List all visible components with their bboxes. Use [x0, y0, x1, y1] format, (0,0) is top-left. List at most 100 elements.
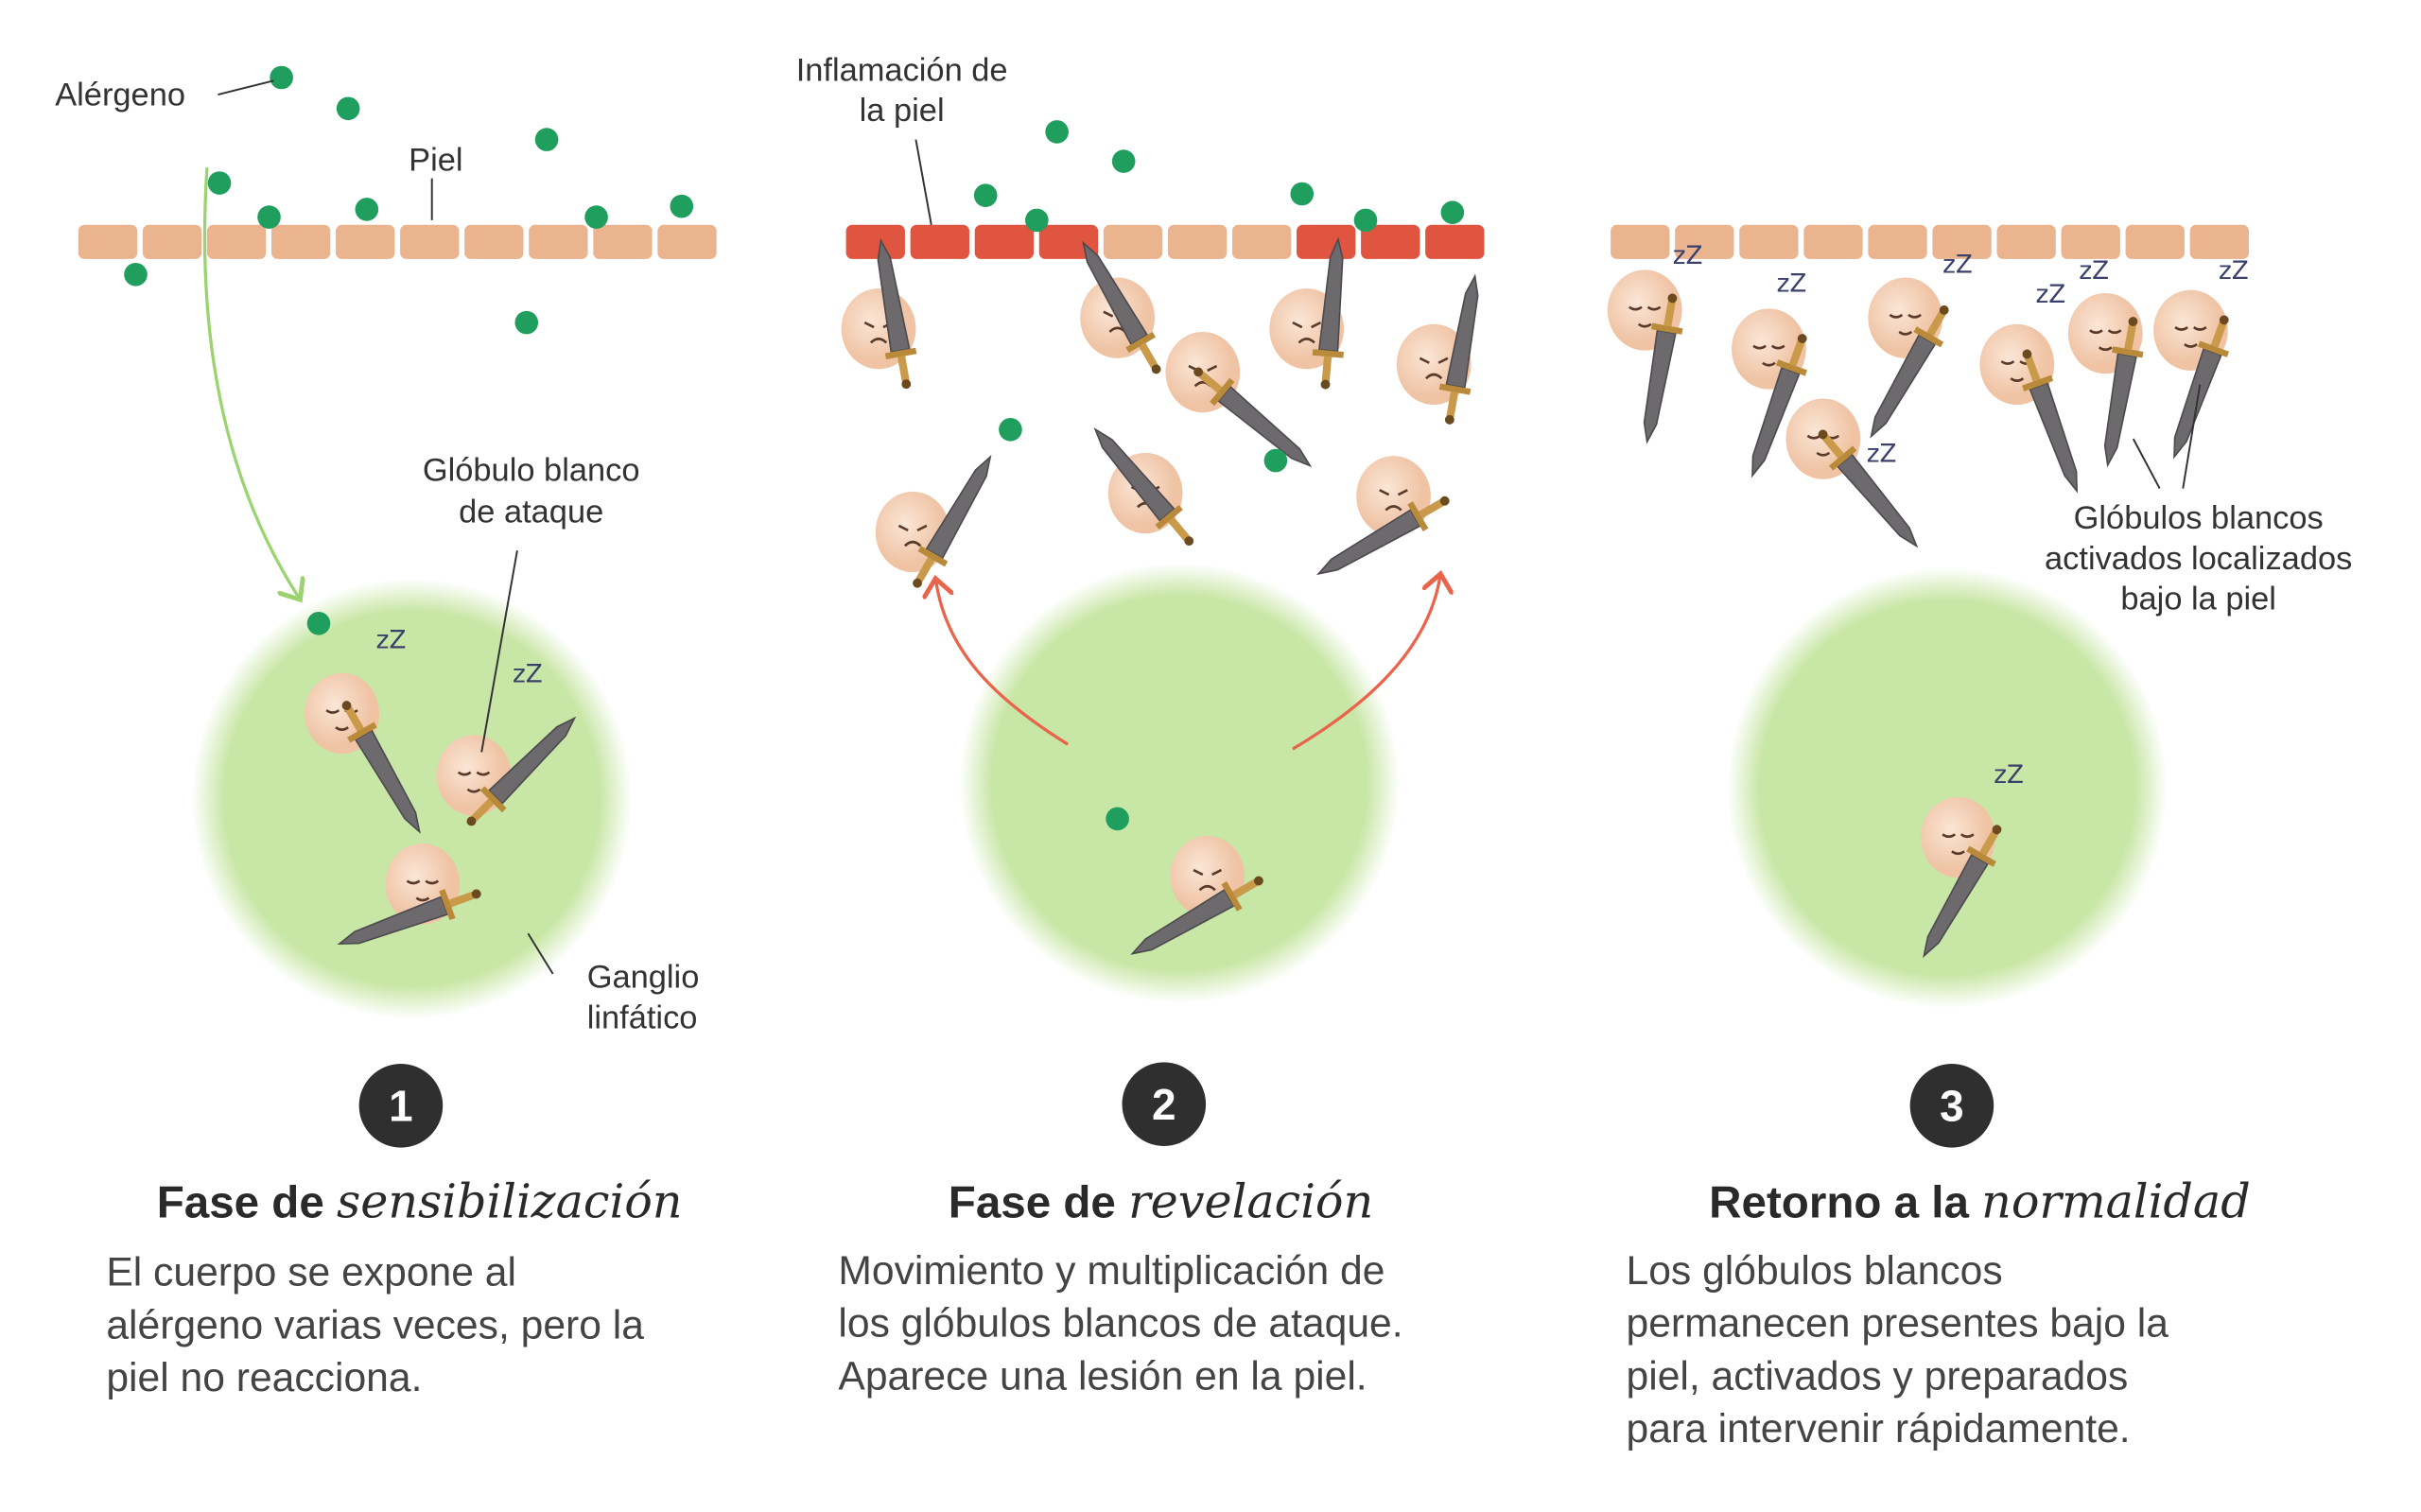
inflamed-skin-cell	[910, 224, 969, 259]
allergen-particle	[207, 171, 232, 195]
white-blood-cell	[2067, 292, 2151, 469]
inflamed-skin-cell	[1361, 224, 1420, 259]
sleeping-face-icon	[2174, 325, 2207, 348]
inflamed-skin-cell	[1297, 224, 1356, 259]
skin-cell	[1996, 224, 2056, 259]
migration-arrow-left	[936, 582, 1069, 746]
phase-2-body-line: Movimiento y multiplicación de	[838, 1248, 1385, 1294]
sleeping-face-icon	[457, 771, 491, 793]
angry-face-icon	[897, 524, 928, 547]
allergen-particle	[973, 183, 998, 207]
phase-2-title: Fase de revelación	[949, 1173, 1373, 1228]
sleep-zz-icon: zZ	[2079, 257, 2109, 286]
sleeping-face-icon	[406, 879, 440, 902]
white-blood-cell	[1123, 835, 1272, 968]
phase-1-body-line: El cuerpo se expone al	[106, 1250, 516, 1295]
white-blood-cell	[305, 672, 434, 841]
white-blood-cell	[875, 448, 1005, 597]
sleeping-face-icon	[1942, 833, 1975, 856]
activated-leader-b	[2182, 384, 2202, 489]
white-blood-cell	[1785, 398, 1930, 557]
white-blood-cell	[841, 236, 924, 392]
skin-cell	[1231, 224, 1292, 259]
angry-face-icon	[1193, 868, 1223, 892]
allergen-particle	[270, 65, 293, 90]
activated-label-2: activados localizados	[2045, 541, 2352, 577]
activated-leader-a	[2132, 438, 2161, 490]
white-blood-cell	[1856, 277, 1961, 445]
sleep-zz-icon: zZ	[513, 661, 543, 689]
phase-3-body-line: Los glóbulos blancos	[1627, 1248, 2003, 1294]
white-blood-cell	[1269, 236, 1355, 391]
sleep-zz-icon: zZ	[1867, 441, 1897, 469]
angry-face-icon	[1292, 321, 1322, 344]
white-blood-cell	[2153, 289, 2241, 463]
lymph-node-2	[959, 563, 1401, 1004]
activated-label-3: bajo la piel	[2120, 582, 2276, 617]
white-blood-cell	[1979, 323, 2093, 497]
allergen-particle	[1290, 182, 1315, 206]
skin-cell	[1675, 224, 1734, 259]
activated-label-1: Glóbulos blancos	[2074, 500, 2324, 536]
inflammation-leader	[914, 139, 932, 225]
allergen-particle	[306, 611, 331, 635]
allergen-particle	[1045, 120, 1069, 144]
angry-face-icon	[1379, 489, 1408, 512]
skin-cell	[657, 224, 717, 259]
inflamed-skin-cell	[845, 224, 905, 259]
sword-icon	[1082, 418, 1205, 556]
sleep-zz-icon: zZ	[2035, 281, 2065, 309]
skin-cell	[1167, 224, 1228, 259]
allergen-particle	[355, 198, 379, 221]
sleeping-face-icon	[1889, 313, 1922, 336]
skin-cell	[400, 224, 460, 259]
sleep-zz-icon: zZ	[1777, 269, 1807, 298]
allergen-particle	[124, 262, 148, 287]
white-blood-cell	[1310, 456, 1458, 588]
phase-1-body-line: alérgeno varias veces, pero la	[106, 1302, 644, 1347]
skin-cell	[464, 224, 524, 259]
white-blood-cell	[1607, 269, 1690, 445]
white-blood-cell	[1909, 796, 2013, 965]
skin-cell	[1611, 224, 1670, 259]
skin-cell	[2125, 224, 2185, 259]
skin-cell	[206, 224, 267, 259]
sleep-zz-icon: zZ	[1673, 242, 1703, 270]
lymph-node-3	[1727, 567, 2168, 1008]
migration-arrow-right	[1292, 577, 1440, 751]
skin-cell	[336, 224, 395, 259]
skin-cell	[2061, 224, 2120, 259]
phase-1-badge	[358, 1064, 444, 1148]
inflamed-skin-cell	[1038, 224, 1099, 259]
white-blood-cell	[1396, 272, 1491, 428]
sleep-zz-icon: zZ	[376, 627, 407, 655]
inflamed-skin-cell	[1425, 224, 1485, 259]
phase-3-body-line: piel, activados y preparados	[1627, 1353, 2129, 1399]
phase-3-number: 3	[1940, 1082, 1964, 1131]
allergen-particle	[534, 128, 559, 151]
allergen-particle	[514, 310, 539, 335]
sleeping-face-icon	[1752, 344, 1785, 367]
allergen-particle	[1440, 200, 1465, 224]
allergen-leader	[218, 79, 274, 96]
skin-cell	[78, 224, 138, 259]
lymph-node-label-1: Ganglio	[587, 960, 700, 996]
inflammation-label-1: Inflamación de	[796, 52, 1008, 88]
phase-3-body-line: para intervenir rápidamente.	[1627, 1406, 2131, 1451]
white-blood-cell	[1082, 418, 1205, 556]
phase-2-body-line: Aparece una lesión en la piel.	[838, 1353, 1367, 1399]
phase-2-badge	[1122, 1062, 1207, 1146]
sleep-zz-icon: zZ	[1942, 252, 1973, 280]
phase-1-body-line: piel no reacciona.	[106, 1355, 422, 1400]
skin-label: Piel	[409, 142, 462, 178]
allergen-particle	[584, 205, 608, 229]
allergen-particle	[1106, 807, 1129, 831]
sword-icon	[1183, 356, 1321, 478]
allergen-label: Alérgeno	[55, 78, 185, 113]
white-blood-cell	[1165, 331, 1321, 478]
angry-face-icon	[1419, 356, 1449, 380]
sleeping-face-icon	[1629, 305, 1662, 328]
skin-cell	[593, 224, 653, 259]
allergen-particle	[257, 205, 281, 229]
